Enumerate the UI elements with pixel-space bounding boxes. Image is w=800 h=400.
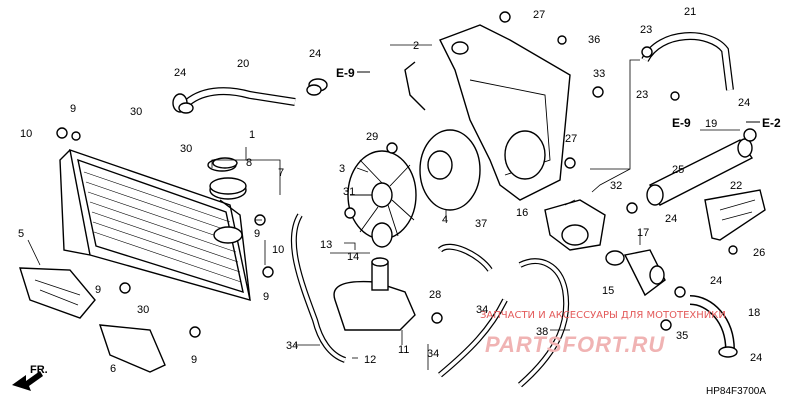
long-hose xyxy=(518,258,570,388)
callout-30b: 30 xyxy=(130,106,142,118)
fasteners xyxy=(56,11,757,338)
callout-9e: 9 xyxy=(191,354,197,366)
callout-10a: 10 xyxy=(20,128,32,140)
callout-13: 13 xyxy=(320,239,332,251)
callout-30a: 30 xyxy=(180,143,192,155)
callout-34b: 34 xyxy=(476,304,488,316)
water-pipe xyxy=(646,138,754,206)
callout-37: 37 xyxy=(475,218,487,230)
front-label: FR. xyxy=(30,364,48,376)
leader-lines xyxy=(27,44,740,370)
callout-17: 17 xyxy=(637,227,649,239)
lower-guard xyxy=(98,324,166,373)
reserve-tank xyxy=(333,257,416,331)
callout-25: 25 xyxy=(672,164,684,176)
callout-24f: 24 xyxy=(750,352,762,364)
callout-11: 11 xyxy=(398,344,409,356)
callouts: 1 2 3 4 5 6 7 8 9 9 9 9 9 10 10 11 12 13… xyxy=(18,6,765,375)
callout-27a: 27 xyxy=(533,9,545,21)
ref-e9-left: E-9 xyxy=(336,66,355,80)
callout-20: 20 xyxy=(237,58,249,70)
callout-21: 21 xyxy=(684,6,696,18)
callout-23b: 23 xyxy=(636,89,648,101)
fan-motor xyxy=(404,61,481,211)
callout-18: 18 xyxy=(748,307,760,319)
callout-5: 5 xyxy=(18,228,24,240)
callout-4: 4 xyxy=(442,214,448,226)
callout-9a: 9 xyxy=(70,103,76,115)
callout-19: 19 xyxy=(705,118,717,130)
ref-e2: E-2 xyxy=(762,116,781,130)
callout-38: 38 xyxy=(536,326,548,338)
callout-30c: 30 xyxy=(137,304,149,316)
callout-15: 15 xyxy=(602,285,614,297)
callout-6: 6 xyxy=(110,363,116,375)
diagram-code: HP84F3700A xyxy=(706,386,766,397)
callout-36: 36 xyxy=(588,34,600,46)
callout-2: 2 xyxy=(413,40,419,52)
callout-1: 1 xyxy=(249,129,255,141)
callout-9c: 9 xyxy=(95,284,101,296)
callout-35: 35 xyxy=(676,330,688,342)
bracket-22 xyxy=(704,189,766,241)
callout-24b: 24 xyxy=(309,48,321,60)
watermark-small: ЗАПЧАСТИ И АКСЕССУАРЫ ДЛЯ МОТОТЕХНИКИ xyxy=(480,310,726,321)
tank-cap xyxy=(371,222,393,248)
callout-22: 22 xyxy=(730,180,742,192)
callout-16: 16 xyxy=(516,207,528,219)
watermark-big: PARTSFORT.RU xyxy=(485,332,665,357)
thermostat-housing xyxy=(544,199,625,266)
callout-24e: 24 xyxy=(710,275,722,287)
callout-32: 32 xyxy=(610,180,622,192)
callout-34a: 34 xyxy=(286,340,298,352)
front-arrow xyxy=(12,371,43,391)
callout-24a: 24 xyxy=(174,67,186,79)
callout-12: 12 xyxy=(364,354,376,366)
fan-shroud xyxy=(439,24,571,201)
callout-28: 28 xyxy=(429,289,441,301)
callout-9b: 9 xyxy=(254,228,260,240)
water-joint xyxy=(623,249,666,297)
side-guard xyxy=(19,267,96,319)
callout-24c: 24 xyxy=(738,97,750,109)
callout-33: 33 xyxy=(593,68,605,80)
callout-29: 29 xyxy=(366,131,378,143)
callout-14: 14 xyxy=(347,251,359,263)
callout-10b: 10 xyxy=(272,244,284,256)
callout-27b: 27 xyxy=(565,133,577,145)
callout-31: 31 xyxy=(343,186,355,198)
callout-26: 26 xyxy=(753,247,765,259)
callout-34c: 34 xyxy=(427,348,439,360)
radiator xyxy=(59,148,251,301)
callout-24d: 24 xyxy=(665,213,677,225)
callout-7: 7 xyxy=(278,167,284,179)
callout-3: 3 xyxy=(339,163,345,175)
ref-e9-right: E-9 xyxy=(672,116,691,130)
callout-9d: 9 xyxy=(263,291,269,303)
callout-8: 8 xyxy=(246,157,252,169)
callout-23a: 23 xyxy=(640,24,652,36)
